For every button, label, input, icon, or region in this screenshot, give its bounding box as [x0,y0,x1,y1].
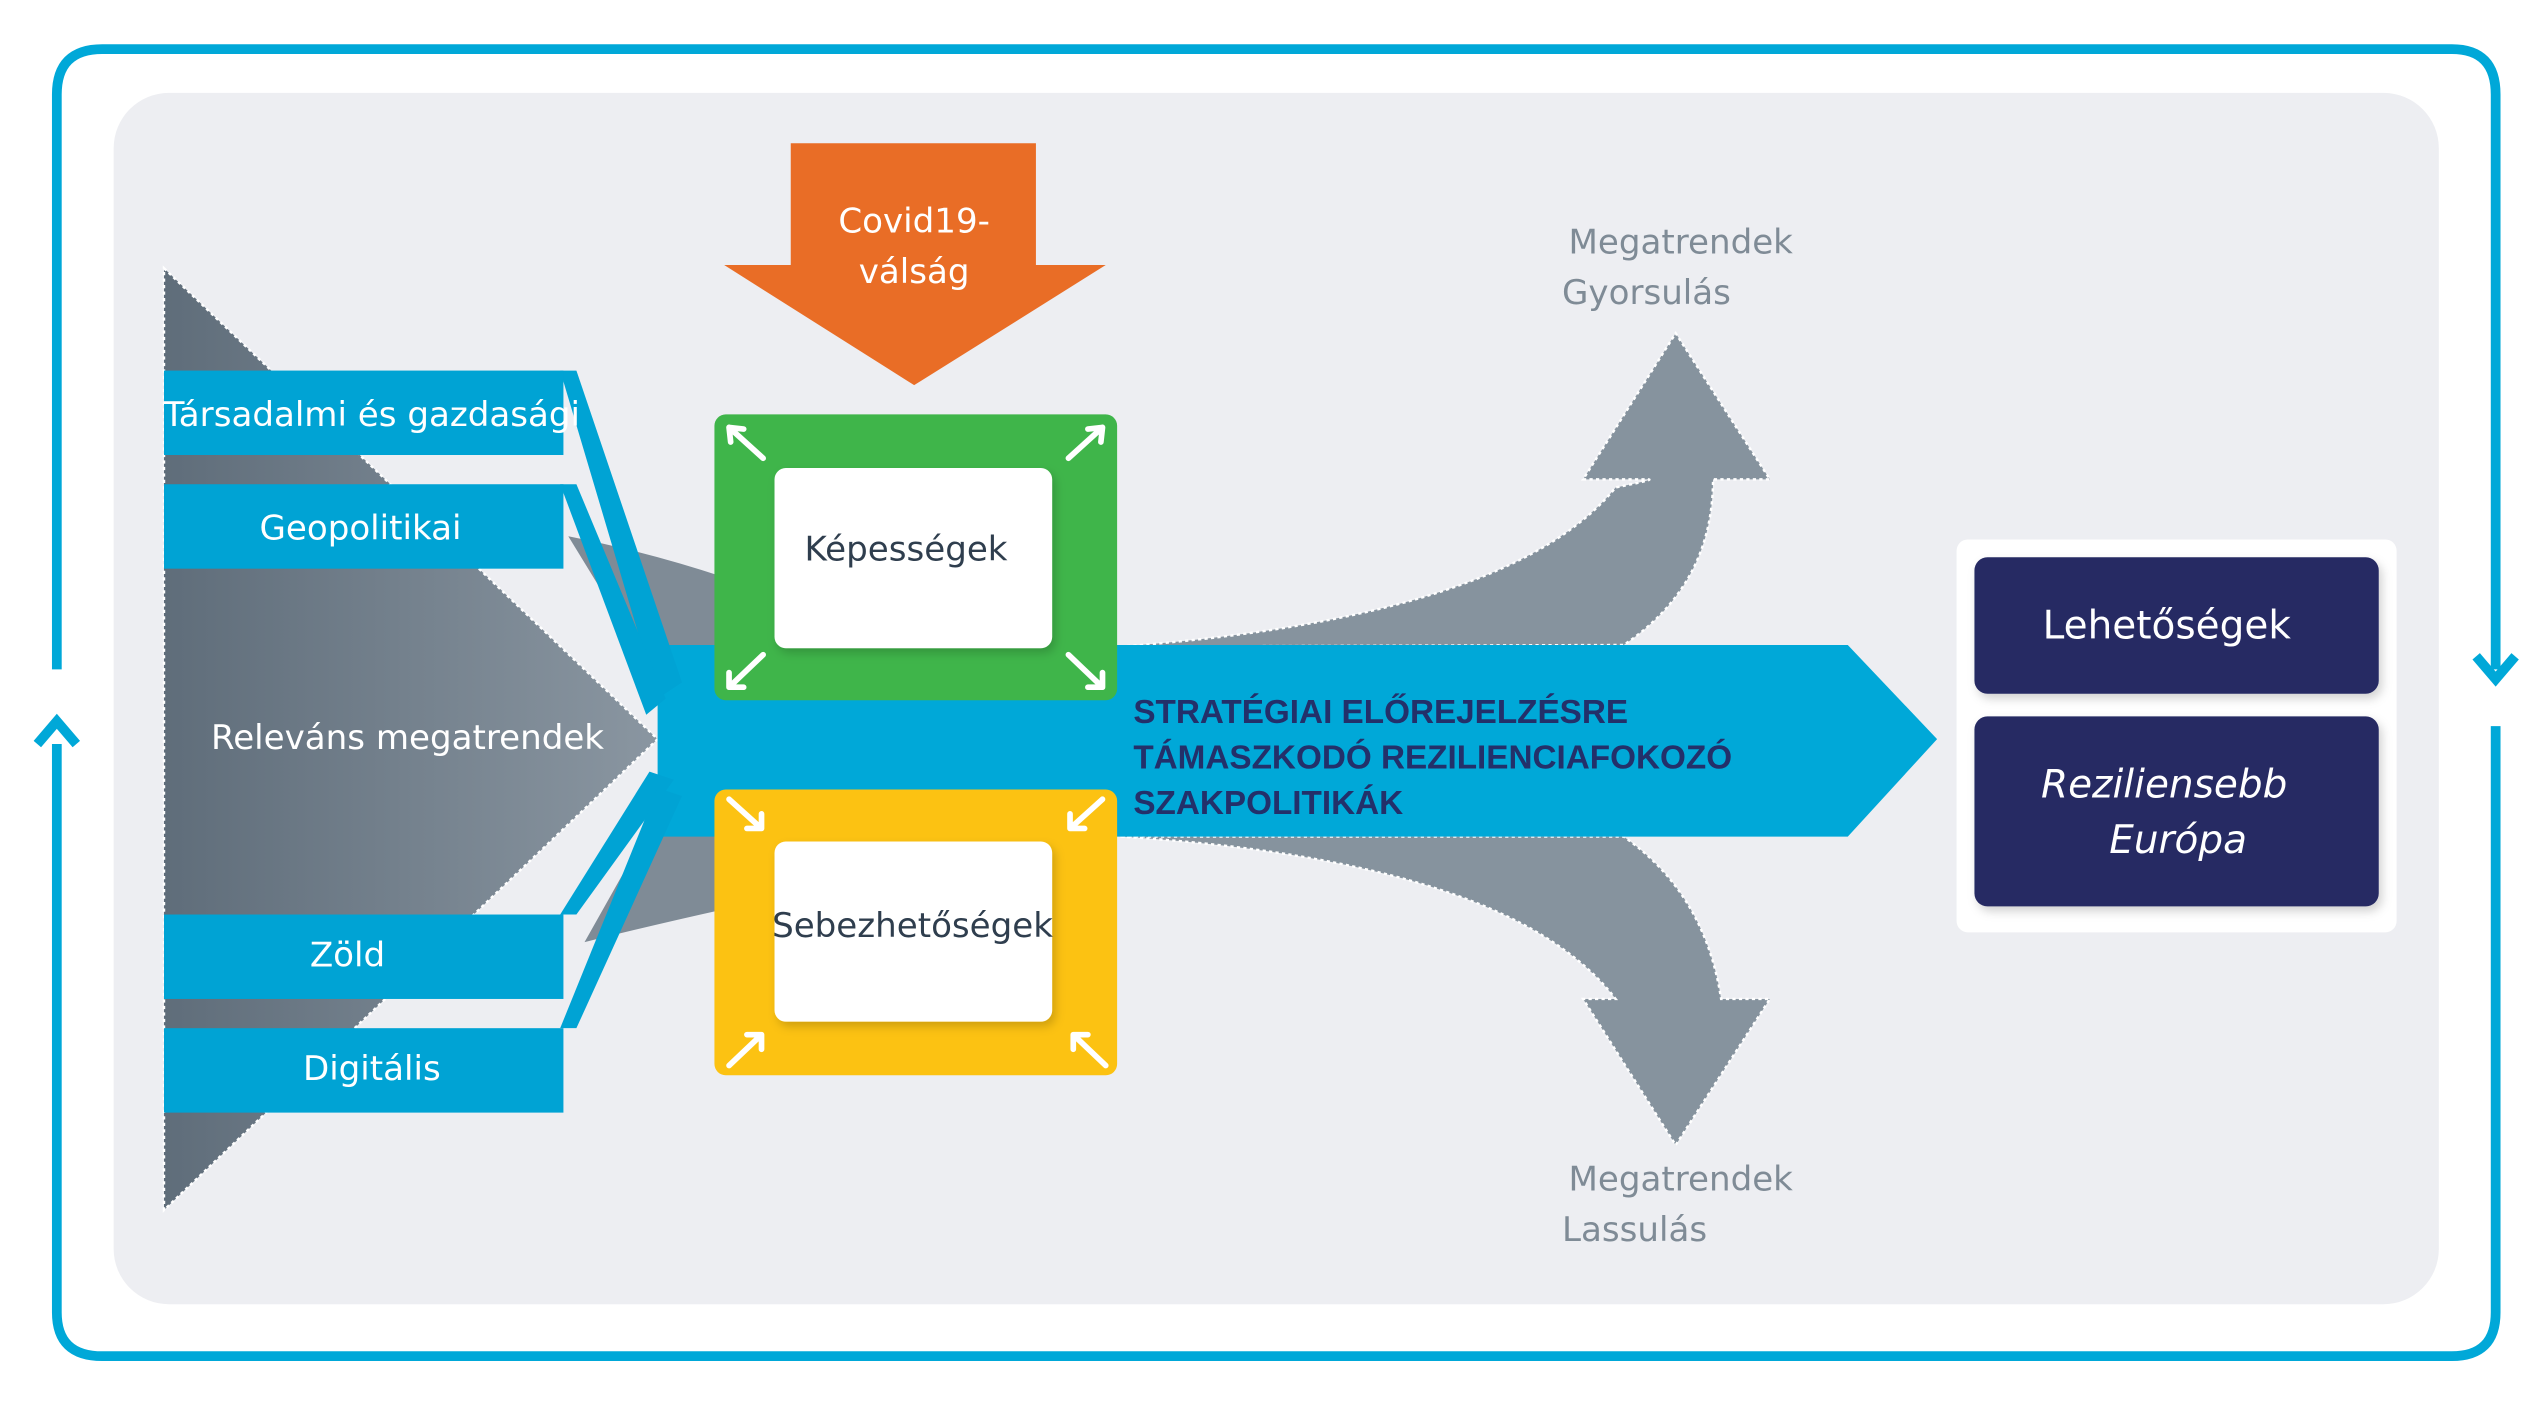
resilient-europe-line2: Európa [2109,818,2247,863]
category-label-geopolitical: Geopolitikai [259,508,461,548]
vulnerabilities-box: Sebezhetőségek [714,789,1118,1076]
opportunities-label: Lehetőségek [2043,603,2292,648]
vulnerabilities-label: Sebezhetőségek [772,906,1053,946]
resilient-europe-line1: Reziliensebb [2041,763,2287,808]
cycle-arrow-down-icon [2472,653,2519,687]
megatrend-down-line1: Megatrendek [1569,1160,1794,1200]
policy-line-1: STRATÉGIAI ELŐREJELZÉSRE [1133,693,1628,731]
megatrend-down-arrow [1120,835,1773,1148]
category-bar-geopolitical [163,484,564,569]
category-bars: Társadalmi és gazdasági Geopolitikai Rel… [163,370,682,1113]
megatrend-up-line2: Gyorsulás [1562,273,1731,313]
policy-text: STRATÉGIAI ELŐREJELZÉSRE TÁMASZKODÓ REZI… [1133,693,1732,822]
covid-label-line2: válság [859,252,970,292]
policy-line-2: TÁMASZKODÓ REZILIENCIAFOKOZÓ [1133,738,1732,776]
capabilities-label: Képességek [805,530,1008,570]
category-bar-green [163,914,564,999]
category-label-social: Társadalmi és gazdasági [163,395,580,435]
resilient-europe-box [1974,716,2379,907]
cycle-border-bottom [51,726,2501,1362]
connector-digital [560,787,682,1029]
cycle-arrow-up-icon [33,713,81,748]
policy-line-3: SZAKPOLITIKÁK [1133,784,1403,822]
megatrend-up-arrow [1120,330,1773,648]
connector-social [560,370,682,699]
opportunities-box [1974,557,2379,694]
connector-geo [560,484,666,715]
cycle-border-top [51,44,2501,670]
category-label-digital: Digitális [303,1049,441,1089]
connector-green [560,771,674,915]
megatrend-down-line2: Lassulás [1562,1210,1707,1250]
expand-arrows-icon [726,424,1106,691]
covid-label-line1: Covid19- [838,202,990,242]
category-label-green: Zöld [310,935,385,975]
compress-arrows-icon [726,796,1109,1069]
category-bar-social [163,370,564,456]
cycle-loop [33,44,2519,1362]
category-bar-digital [163,1028,564,1113]
megatrend-up-line1: Megatrendek [1569,223,1794,263]
capabilities-box: Képességek [714,414,1118,701]
covid-crisis-arrow: Covid19- válság [724,143,1106,386]
funnel-label: Releváns megatrendek [211,718,604,758]
outcomes-panel: Lehetőségek Reziliensebb Európa [1956,539,2397,933]
